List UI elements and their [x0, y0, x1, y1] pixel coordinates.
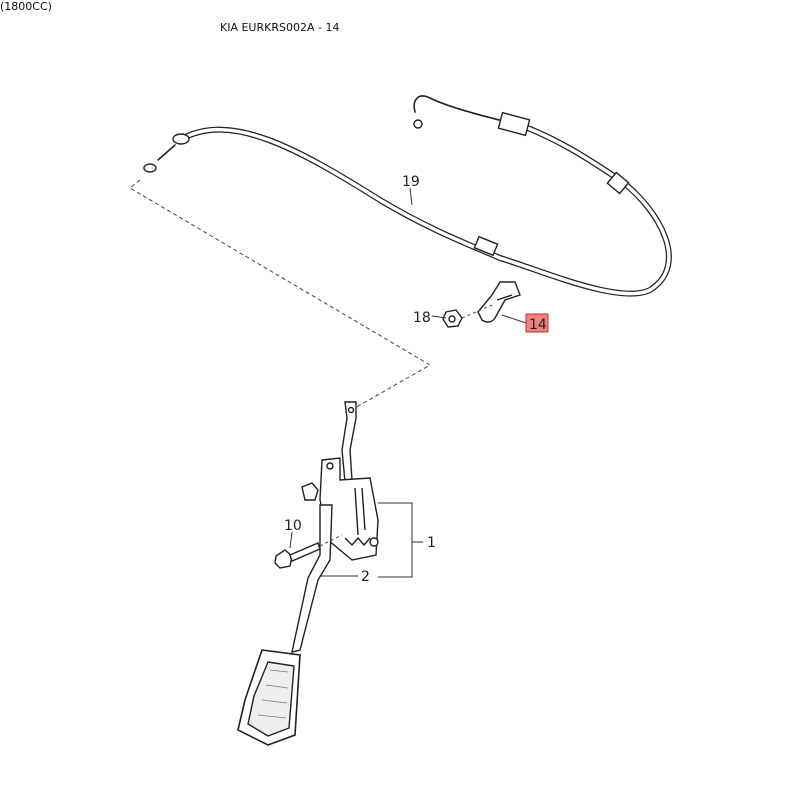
callout-14[interactable]: 14 — [529, 317, 547, 333]
accelerator-cable[interactable] — [143, 95, 672, 297]
cable-routing-dashed-line — [129, 179, 431, 409]
callout-19[interactable]: 19 — [402, 174, 420, 190]
bolt-dashed-line — [319, 534, 343, 547]
cable-bracket[interactable] — [477, 281, 521, 323]
accelerator-pedal-assembly[interactable] — [237, 401, 379, 746]
nut[interactable] — [442, 309, 463, 328]
bolt[interactable] — [274, 542, 321, 569]
callout-leaders — [289, 187, 527, 578]
callout-18[interactable]: 18 — [413, 310, 431, 326]
callout-1[interactable]: 1 — [427, 535, 436, 551]
callout-10[interactable]: 10 — [284, 518, 302, 534]
diagram-code-label: KIA EURKRS002A - 14 — [220, 21, 340, 34]
callout-2[interactable]: 2 — [361, 569, 370, 585]
pedal-pad-texture — [257, 669, 289, 719]
engine-spec-label: (1800CC) — [0, 0, 52, 13]
callout-14-highlight — [525, 313, 549, 333]
